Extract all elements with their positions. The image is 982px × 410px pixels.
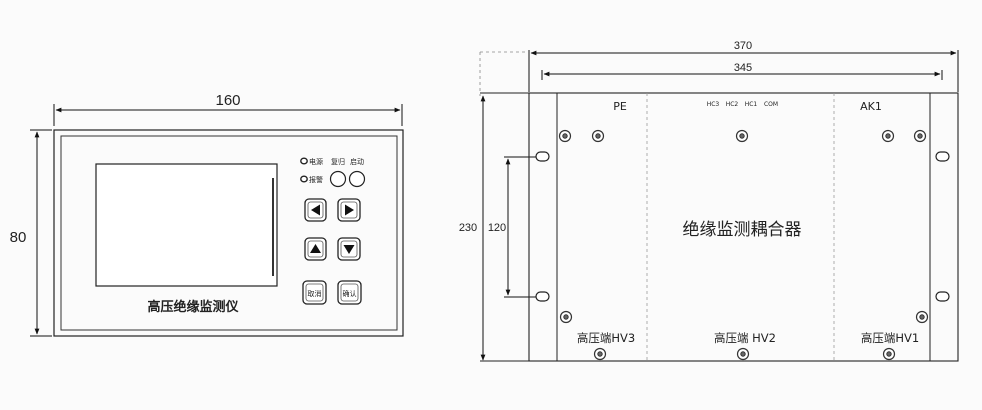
panel-inner-frame	[60, 135, 398, 331]
front-height-label: 80	[10, 229, 27, 246]
screw-icon	[736, 347, 750, 361]
front-width-dimension: 160	[53, 92, 403, 126]
screw-icon	[591, 129, 605, 143]
up-arrow-button[interactable]	[304, 237, 327, 261]
overall-width-label: 370	[734, 40, 752, 52]
left-arrow-button[interactable]	[304, 198, 327, 222]
left-triangle-icon	[311, 204, 320, 216]
spacing-120-label: 120	[488, 222, 506, 234]
coupler-title: 绝缘监测耦合器	[683, 220, 802, 240]
screw-terminals	[558, 129, 929, 361]
terminal-hv2-label: 高压端 HV2	[714, 331, 776, 345]
screw-icon	[593, 347, 607, 361]
pe-label: PE	[613, 100, 627, 113]
coupler-height-dimension: 230	[459, 95, 486, 361]
screw-icon	[881, 129, 895, 143]
screw-icon	[559, 310, 573, 324]
lcd-screen	[95, 163, 278, 287]
front-panel: 160 80 高压绝缘监测仪 电源 复归 启动 报警	[10, 92, 404, 337]
hc1-label: HC1	[745, 101, 758, 108]
down-arrow-button[interactable]	[337, 237, 361, 261]
screw-icon	[735, 129, 749, 143]
inner-width-label: 345	[734, 62, 752, 74]
coupler-overall-width-dimension: 370	[528, 40, 959, 92]
right-triangle-icon	[345, 204, 354, 216]
power-label: 电源	[309, 157, 323, 166]
hc2-label: HC2	[726, 101, 739, 108]
confirm-label: 确认	[343, 289, 357, 298]
cancel-label: 取消	[308, 289, 322, 298]
power-indicator: 电源	[300, 157, 323, 166]
screw-icon	[558, 129, 572, 143]
coupler-drawing: 370 345 230 120	[459, 40, 959, 362]
right-arrow-button[interactable]	[337, 198, 361, 222]
ak1-label: AK1	[860, 100, 882, 113]
coupler-outer-box	[528, 92, 959, 362]
device-title: 高压绝缘监测仪	[147, 299, 239, 315]
terminal-hv1-label: 高压端HV1	[861, 331, 919, 345]
screw-icon	[915, 310, 929, 324]
cancel-button[interactable]: 取消	[302, 280, 327, 305]
alarm-indicator: 报警	[300, 175, 323, 184]
alarm-label: 报警	[309, 175, 323, 184]
start-label: 启动	[350, 157, 364, 166]
front-width-label: 160	[215, 92, 240, 109]
terminal-hv3-label: 高压端HV3	[577, 331, 635, 345]
mounting-slots	[535, 151, 950, 302]
screw-icon	[913, 129, 927, 143]
reset-button[interactable]	[329, 170, 347, 188]
alarm-led-icon	[300, 175, 308, 183]
power-led-icon	[300, 157, 308, 165]
reset-label: 复归	[331, 157, 345, 166]
confirm-button[interactable]: 确认	[337, 280, 362, 305]
coupler-inner-width-dimension: 345	[541, 62, 943, 80]
com-label: COM	[764, 101, 778, 108]
start-button[interactable]	[348, 170, 366, 188]
up-triangle-icon	[310, 244, 321, 253]
down-triangle-icon	[343, 245, 355, 254]
screw-icon	[882, 347, 896, 361]
height-230-label: 230	[459, 222, 477, 234]
front-height-dimension: 80	[10, 129, 52, 337]
coupler-hole-spacing-dimension: 120	[488, 156, 538, 298]
hc3-label: HC3	[707, 101, 720, 108]
